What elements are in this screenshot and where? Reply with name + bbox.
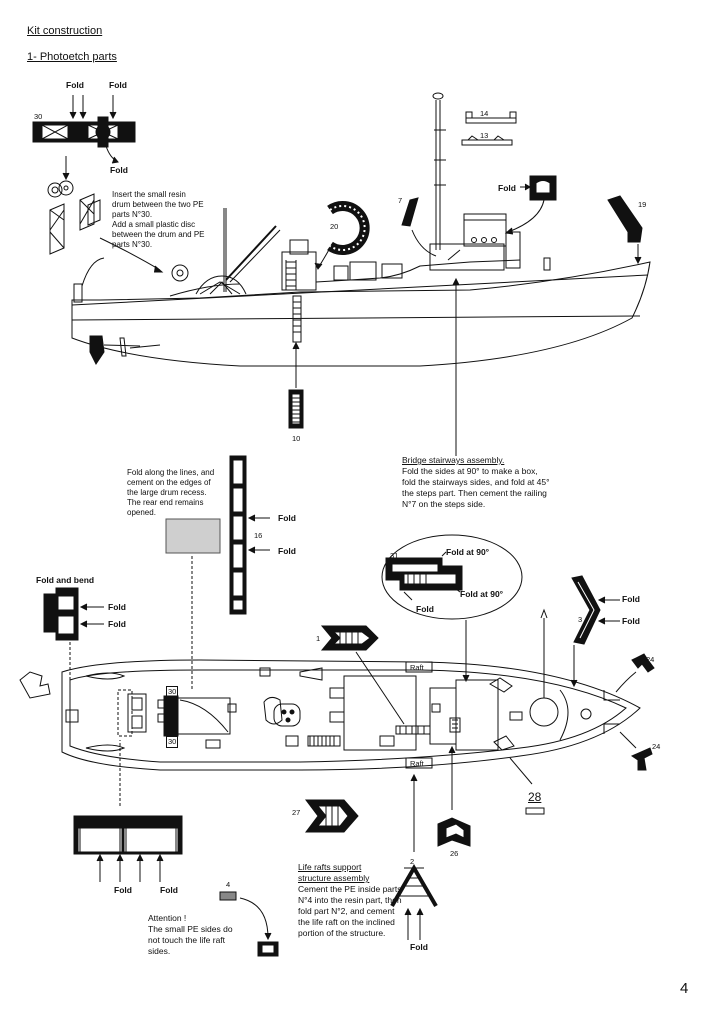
ship-profile <box>71 92 651 367</box>
liferaft-note: Cement the PE inside parts N°4 into the … <box>298 884 402 938</box>
detail-31 <box>381 534 523 683</box>
part-number-24-lower: 24 <box>652 742 661 751</box>
section-title: Kit construction <box>27 25 103 37</box>
fold-label: Fold <box>416 604 434 614</box>
part-number-16: 16 <box>254 531 263 540</box>
raft-label: Raft <box>410 663 424 672</box>
raft-label: Raft <box>410 759 424 768</box>
fold-arrows-30 <box>62 95 119 181</box>
fold-label: Fold <box>622 594 640 604</box>
part-number-30: 30 <box>34 112 43 121</box>
part-number-24-upper: 24 <box>646 655 655 664</box>
part-7 <box>401 197 419 227</box>
fold-key-part <box>504 175 557 235</box>
attention-note: Attention ! The small PE sides do not to… <box>148 913 233 956</box>
part-number-1: 1 <box>316 634 321 643</box>
part-number-2: 2 <box>410 857 415 866</box>
drum-note: Insert the small resin drum between the … <box>112 190 205 249</box>
fold-at-90-label: Fold at 90° <box>446 547 490 557</box>
parts-14-13 <box>461 111 517 146</box>
fold-label: Fold <box>278 546 296 556</box>
fold-label: Fold <box>108 619 126 629</box>
part-30-fret <box>32 116 136 148</box>
fold-label: Fold <box>622 616 640 626</box>
page-number: 4 <box>680 980 689 997</box>
fold-label: Fold <box>109 80 127 90</box>
part-number-28: 28 <box>528 790 542 804</box>
bridge-note: Fold the sides at 90° to make a box, fol… <box>402 466 550 509</box>
fold-bend-part <box>43 587 104 712</box>
part-number-3: 3 <box>578 615 583 624</box>
fold-label: Fold <box>278 513 296 523</box>
subsection-title: 1- Photoetch parts <box>27 51 117 63</box>
part-number-4: 4 <box>226 880 231 889</box>
part-26 <box>437 817 471 847</box>
part-number-13: 13 <box>480 131 489 140</box>
fold-label: Fold <box>498 183 516 193</box>
part-24-upper <box>615 653 655 693</box>
part-19 <box>607 195 643 243</box>
part-number-26: 26 <box>450 849 459 858</box>
fold-label: Fold <box>66 80 84 90</box>
deck-plan <box>19 608 641 852</box>
recess-note: Fold along the lines, and cement on the … <box>127 468 215 517</box>
part-number-10: 10 <box>292 434 301 443</box>
part-10 <box>288 341 304 429</box>
fold-at-90-label: Fold at 90° <box>460 589 504 599</box>
part-2 <box>390 864 438 940</box>
recess-panel <box>165 518 221 554</box>
part-4 <box>219 891 279 957</box>
part-24-lower <box>619 731 653 771</box>
bridge-title: Bridge stairways assembly. <box>402 455 505 465</box>
part-7-arrow <box>411 229 437 257</box>
part-3 <box>570 575 620 688</box>
part-1 <box>320 625 405 725</box>
part-number-7: 7 <box>398 196 403 205</box>
part-16 <box>229 455 270 615</box>
part-number-19: 19 <box>638 200 647 209</box>
part-27 <box>305 799 359 833</box>
fold-label: Fold <box>110 165 128 175</box>
part-number-20: 20 <box>330 222 339 231</box>
part-number-31: 31 <box>390 551 399 560</box>
drum-parts <box>47 180 164 273</box>
fold-label: Fold <box>108 602 126 612</box>
bottom-left-fret <box>73 740 183 882</box>
fold-label: Fold <box>160 885 178 895</box>
part-28 <box>525 807 545 815</box>
fold-and-bend-label: Fold and bend <box>36 575 95 585</box>
part-number-30-upper: 30 <box>166 686 179 698</box>
part-number-30-lower: 30 <box>166 736 179 748</box>
part-number-27: 27 <box>292 808 301 817</box>
fold-label: Fold <box>114 885 132 895</box>
liferaft-title: Life rafts support structure assembly <box>298 862 370 883</box>
part-number-14: 14 <box>480 109 489 118</box>
part-20 <box>314 201 370 270</box>
fold-label: Fold <box>410 942 428 952</box>
